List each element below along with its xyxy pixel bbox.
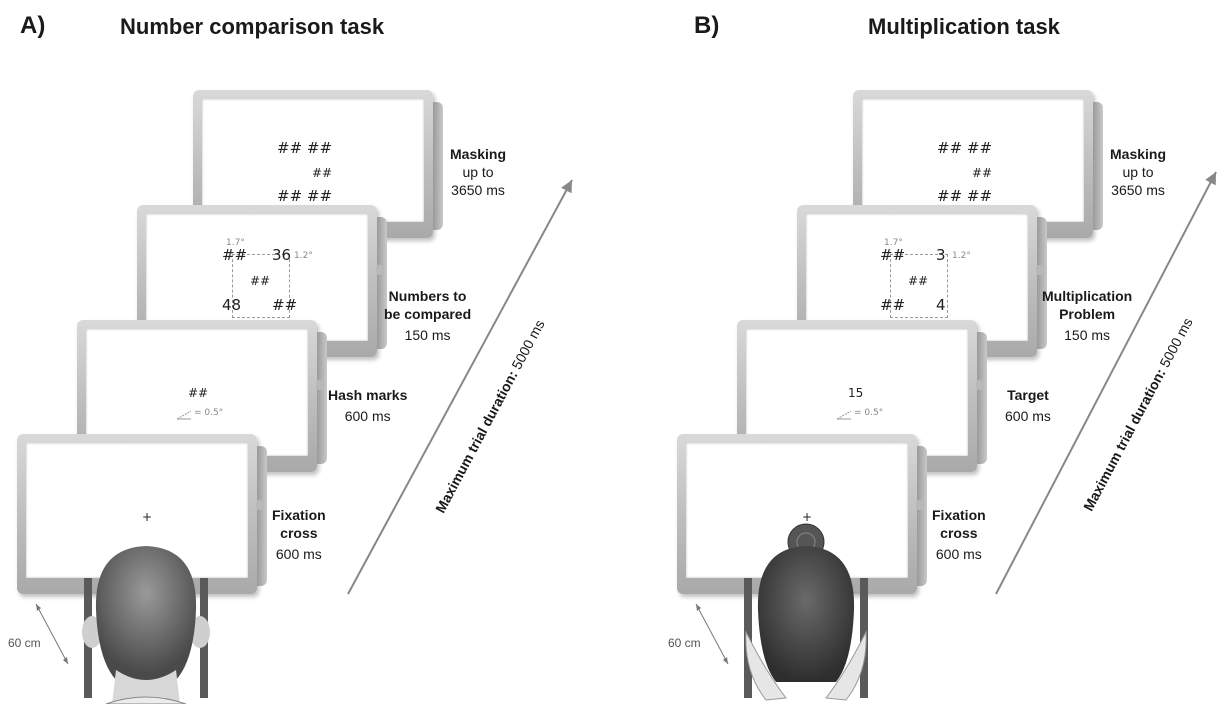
cue-text: 15 xyxy=(848,386,864,400)
label-numbers: Numbers to be compared 150 ms xyxy=(384,288,472,343)
monitor-screen: 1.7° 1.2° ## 3 ## ## 4 xyxy=(806,214,1028,341)
fixation-cross: + xyxy=(142,510,153,524)
mask-top: ## ## xyxy=(937,139,993,157)
panel-letter: B) xyxy=(694,12,720,39)
label-masking: Masking up to 3650 ms xyxy=(450,146,507,198)
angle-horizontal: 1.7° xyxy=(226,238,245,248)
angle-icon xyxy=(836,407,852,425)
monitor-knob xyxy=(256,500,263,510)
number-top-right: 3 xyxy=(936,246,946,264)
number-top-left: ## xyxy=(222,246,248,264)
duration-arrow xyxy=(995,171,1217,595)
number-center: ## xyxy=(250,274,271,288)
cue-text: ## xyxy=(188,386,209,400)
number-top-right: 36 xyxy=(272,246,292,264)
panel-letter: A) xyxy=(20,12,46,39)
distance-label: 60 cm xyxy=(8,636,41,650)
number-bottom-left: ## xyxy=(880,296,906,314)
monitor-knob xyxy=(1036,265,1043,275)
mask-center: ## xyxy=(312,166,333,180)
fixation-cross: + xyxy=(802,510,813,524)
label-fixation: Fixation cross 600 ms xyxy=(932,507,986,562)
mask-top: ## ## xyxy=(277,139,333,157)
distance-arrow xyxy=(695,603,729,665)
monitor-screen: 1.7° 1.2° ## 36 ## 48 ## xyxy=(146,214,368,341)
mask-bottom: ## ## xyxy=(277,187,333,205)
participant-head-icon xyxy=(744,523,868,701)
distance-label: 60 cm xyxy=(668,636,701,650)
monitor-problem: 1.7° 1.2° ## 3 ## ## 4 xyxy=(797,205,1047,357)
visual-angle: = 0.5° xyxy=(854,408,884,418)
monitor-knob xyxy=(316,380,323,390)
label-target: Target 600 ms xyxy=(1005,387,1051,424)
label-masking: Masking up to 3650 ms xyxy=(1110,146,1167,198)
number-top-left: ## xyxy=(880,246,906,264)
visual-angle: = 0.5° xyxy=(194,408,224,418)
panel-multiplication: B) Multiplication task ## ## ## ## ## 1.… xyxy=(660,0,1219,704)
panel-title: Number comparison task xyxy=(120,14,385,39)
label-problem: Multiplication Problem 150 ms xyxy=(1042,288,1133,343)
panel-number-comparison: A) Number comparison task ## ## ## ## ##… xyxy=(0,0,609,704)
monitor-screen: ## ## ## ## ## xyxy=(862,99,1084,222)
participant-head-icon xyxy=(82,546,210,704)
monitor-masking: ## ## ## ## ## xyxy=(853,90,1103,238)
angle-icon xyxy=(176,407,192,425)
dashed-frame xyxy=(890,254,948,318)
duration-arrow xyxy=(347,179,573,595)
number-bottom-right: ## xyxy=(272,296,298,314)
panel-title: Multiplication task xyxy=(868,14,1060,39)
dashed-frame xyxy=(232,254,290,318)
monitor-knob xyxy=(376,265,383,275)
mask-center: ## xyxy=(972,166,993,180)
number-bottom-right: 4 xyxy=(936,296,946,314)
mask-bottom: ## ## xyxy=(937,187,993,205)
angle-vertical: 1.2° xyxy=(294,251,313,261)
distance-arrow xyxy=(35,603,69,665)
monitor-knob xyxy=(976,380,983,390)
monitor-screen: ## ## ## ## ## xyxy=(202,99,424,222)
monitor-knob xyxy=(916,500,923,510)
angle-vertical: 1.2° xyxy=(952,251,971,261)
angle-horizontal: 1.7° xyxy=(884,238,903,248)
label-fixation: Fixation cross 600 ms xyxy=(272,507,326,562)
monitor-masking: ## ## ## ## ## xyxy=(193,90,443,238)
number-center: ## xyxy=(908,274,929,288)
number-bottom-left: 48 xyxy=(222,296,242,314)
label-cue: Hash marks 600 ms xyxy=(328,387,408,424)
